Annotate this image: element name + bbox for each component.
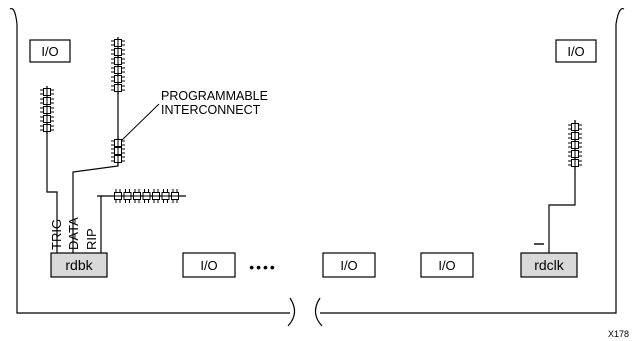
signal-wires xyxy=(46,50,576,253)
chip-outline xyxy=(9,7,625,327)
callout-line-1: PROGRAMMABLE xyxy=(161,89,268,103)
interconnect-switch xyxy=(161,189,170,203)
interconnect-switch xyxy=(152,189,160,203)
interconnect-callout: PROGRAMMABLE INTERCONNECT xyxy=(121,89,268,141)
io-label: I/O xyxy=(41,44,58,59)
interconnect-switch xyxy=(111,155,125,163)
interconnect-switch xyxy=(111,84,125,92)
interconnect-switch xyxy=(111,66,125,74)
interconnect-switch xyxy=(133,189,141,203)
rdbk-label: rdbk xyxy=(65,257,93,273)
io-box-bottom-3: I/O xyxy=(420,252,474,278)
interconnect-switches-rip xyxy=(114,189,179,203)
io-label: I/O xyxy=(438,258,455,273)
interconnect-switch xyxy=(111,57,125,65)
rip-label: RIP xyxy=(84,228,99,250)
break-mark-top-right xyxy=(615,7,625,25)
io-box-bottom-2: I/O xyxy=(322,252,376,278)
rdclk-block: rdclk xyxy=(520,252,578,278)
trig-label: TRIG xyxy=(49,219,64,250)
interconnect-switch xyxy=(111,139,125,147)
rdbk-block: rdbk xyxy=(50,252,108,278)
callout-leader xyxy=(121,103,160,141)
interconnect-switch xyxy=(40,88,54,96)
outline-right xyxy=(320,24,617,314)
break-mark-bottom-left xyxy=(287,297,296,327)
interconnect-switch xyxy=(568,150,582,158)
interconnect-switch xyxy=(40,115,54,123)
interconnect-switches-data-top xyxy=(111,37,125,94)
io-label: I/O xyxy=(340,258,357,273)
break-mark-bottom-right xyxy=(314,297,323,327)
interconnect-switch xyxy=(111,75,125,83)
figure-id: X178 xyxy=(608,329,629,339)
outline-left xyxy=(16,24,290,314)
io-box-bottom-1: I/O xyxy=(182,252,236,278)
interconnect-switch xyxy=(568,123,582,131)
interconnect-switch xyxy=(123,189,132,203)
trig-wire xyxy=(46,110,58,253)
interconnect-switch xyxy=(171,189,179,203)
interconnect-switch xyxy=(568,159,582,167)
interconnect-switches-data-mid xyxy=(111,137,125,165)
data-wire xyxy=(72,50,119,253)
callout-line-2: INTERCONNECT xyxy=(161,103,261,117)
interconnect-switch xyxy=(40,97,54,105)
interconnect-switches-rdclk xyxy=(568,121,582,169)
interconnect-switches-trig xyxy=(40,86,54,134)
interconnect-switch xyxy=(114,189,122,203)
io-label: I/O xyxy=(567,44,584,59)
rdclk-label: rdclk xyxy=(534,257,565,273)
data-label: DATA xyxy=(66,217,81,250)
interconnect-switch xyxy=(568,132,582,140)
io-label: I/O xyxy=(200,258,217,273)
interconnect-switch xyxy=(111,39,125,47)
io-ellipsis: •••• xyxy=(249,259,277,275)
io-box-top-right: I/O xyxy=(555,39,597,63)
interconnect-switch xyxy=(40,124,54,132)
interconnect-switch xyxy=(111,48,125,56)
interconnect-switch xyxy=(142,189,151,203)
io-box-top-left: I/O xyxy=(29,39,71,63)
break-mark-top-left xyxy=(9,7,18,25)
interconnect-switch xyxy=(568,141,582,149)
interconnect-switch xyxy=(111,147,125,155)
interconnect-switch xyxy=(40,106,54,114)
